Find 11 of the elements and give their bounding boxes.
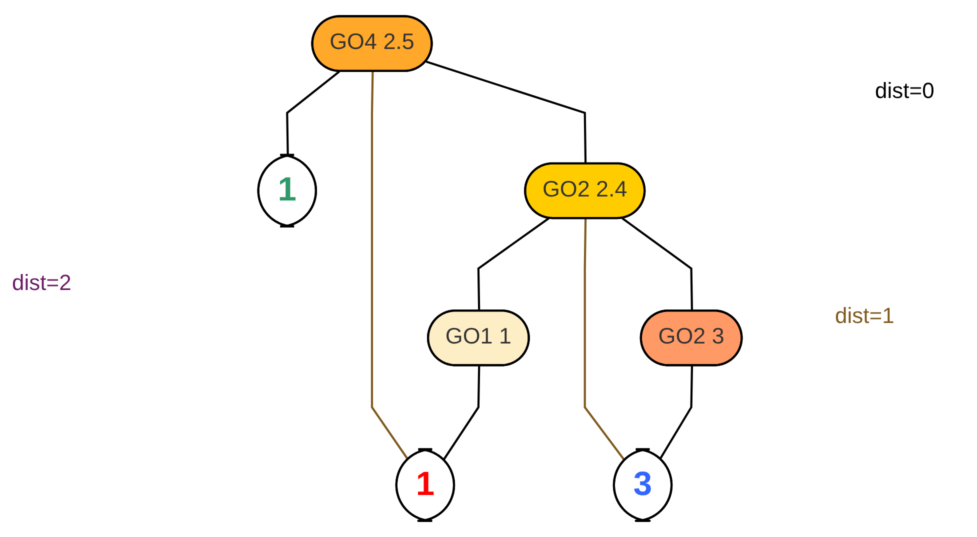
distance-label: dist=0 xyxy=(875,78,934,104)
distance-label: dist=2 xyxy=(12,270,72,296)
connector xyxy=(584,218,626,462)
distance-label: dist=1 xyxy=(835,303,894,329)
connector xyxy=(426,60,587,164)
connector xyxy=(659,366,694,460)
connector xyxy=(286,70,340,156)
connector xyxy=(370,72,410,460)
connector xyxy=(442,366,480,460)
connector xyxy=(622,218,694,312)
connector xyxy=(477,218,550,312)
